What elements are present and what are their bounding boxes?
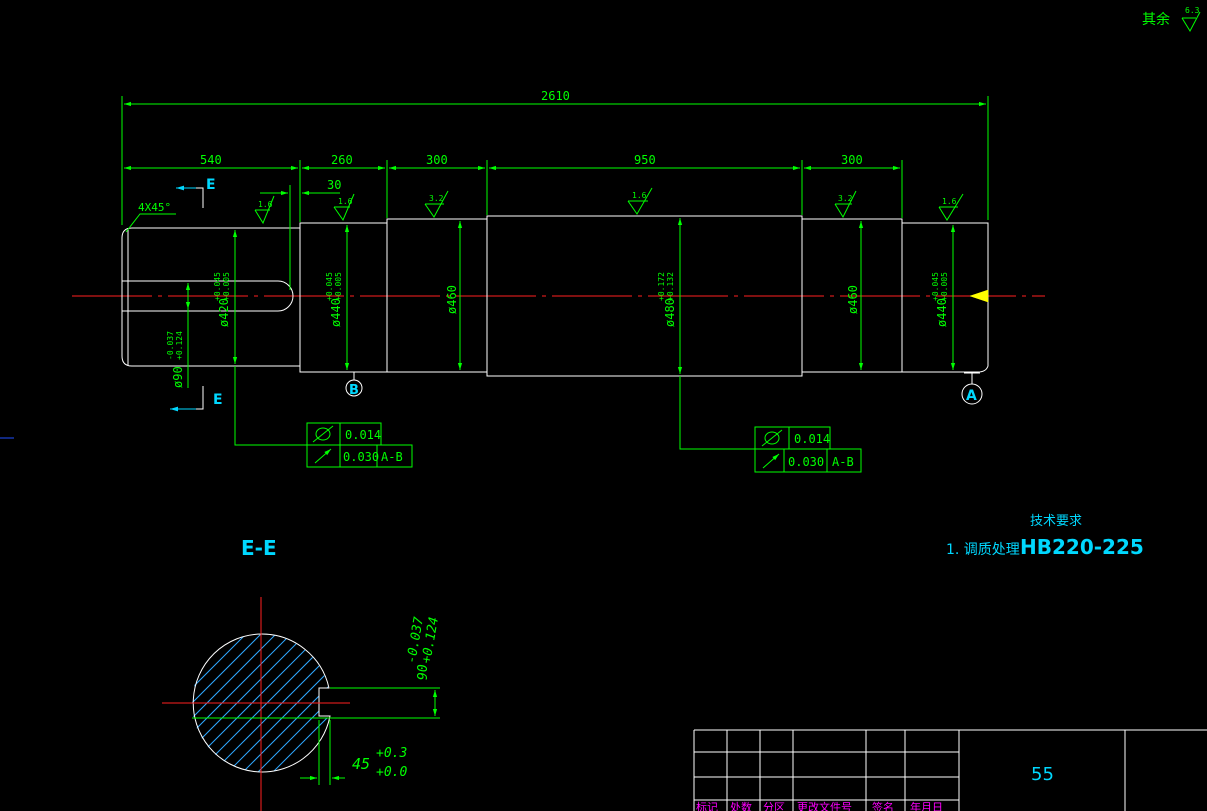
section-width-tol-lo: +0.0 (376, 765, 407, 780)
roughness-4: 1.6 (632, 191, 647, 200)
dia-90-tol-up: -0.037 (166, 331, 175, 360)
tech-requirements-heading: 技术要求 (1030, 514, 1082, 529)
tech-requirements: 技术要求 1. 调质处理 HB220-225 (946, 514, 1144, 559)
dim-seg-5: 300 (841, 153, 863, 167)
roughness-1: 1.6 (258, 200, 273, 209)
surface-note: 其余 6.3 (1142, 6, 1201, 33)
roughness-icon (938, 193, 964, 221)
cylindricity-icon (764, 431, 780, 445)
dia-90: ø90 (171, 366, 185, 388)
roughness-icon (834, 190, 857, 219)
runout-icon (762, 453, 780, 469)
roughness-6: 1.6 (942, 197, 957, 206)
tolerance-frame-right (679, 376, 862, 473)
title-block (693, 729, 1207, 811)
dia-440b-tol-up: +0.045 (931, 272, 940, 301)
roughness-2: 1.6 (338, 197, 353, 206)
roughness-symbols (254, 187, 964, 225)
section-view-title: E-E (241, 536, 277, 560)
dia-440a: ø440 (329, 298, 343, 327)
dia-420-tol-lo: +0.005 (222, 272, 231, 301)
dia-460b: ø460 (846, 285, 860, 314)
tol-left-cyl: 0.014 (345, 428, 381, 442)
dia-440a-tol-up: +0.045 (325, 272, 334, 301)
surface-note-label: 其余 (1142, 11, 1170, 28)
tech-requirements-value: HB220-225 (1020, 535, 1144, 559)
roughness-icon (424, 190, 449, 218)
section-marker-bottom: E (170, 386, 223, 412)
dia-440a-tol-lo: +0.005 (334, 272, 343, 301)
title-block-label: 签名 (872, 800, 894, 811)
dia-460a: ø460 (445, 285, 459, 314)
tol-right-runout: 0.030 (788, 455, 824, 469)
section-marker-top-label: E (206, 177, 216, 193)
datum-b: B (345, 371, 363, 398)
datum-a: A (961, 372, 983, 405)
section-depth: 90 (416, 664, 431, 680)
dia-420-tol-up: +0.045 (213, 272, 222, 301)
title-block-label: 处数 (730, 801, 752, 811)
tech-requirements-prefix: 1. 调质处理 (946, 542, 1020, 558)
roughness-icon (627, 187, 653, 215)
roughness-symbol-icon (1181, 11, 1201, 33)
section-marker-top: E (176, 177, 216, 208)
dia-440b: ø440 (935, 298, 949, 327)
datum-a-label: A (966, 388, 977, 404)
section-marker-bottom-label: E (213, 392, 223, 408)
dia-480: ø480 (663, 298, 677, 327)
title-block-label: 年月日 (910, 800, 943, 811)
dim-overall: 2610 (541, 89, 570, 103)
surface-note-value: 6.3 (1185, 6, 1200, 15)
dim-shoulder: 30 (327, 178, 341, 192)
roughness-icon (254, 195, 275, 225)
tol-left-ref: A-B (381, 450, 403, 464)
dia-90-tol-lo: +0.124 (175, 331, 184, 360)
tolerance-frame-left (234, 366, 413, 468)
shaft-outline (121, 215, 989, 377)
dim-seg-1: 540 (200, 153, 222, 167)
dia-480-tol-up: +0.172 (657, 272, 666, 301)
section-width: 45 (352, 755, 370, 773)
roughness-icon (333, 193, 355, 222)
dia-480-tol-lo: +0.132 (666, 272, 675, 301)
roughness-3: 3.2 (429, 194, 444, 203)
dia-420: ø420 (217, 298, 231, 327)
tol-right-cyl: 0.014 (794, 432, 830, 446)
top-dimensions (121, 96, 989, 290)
title-block-number: 55 (1031, 764, 1054, 785)
diameter-dimensions (185, 218, 956, 388)
title-block-labels: 标记 处数 分区 更改文件号 签名 年月日 (696, 800, 943, 811)
tol-left-runout: 0.030 (343, 450, 379, 464)
runout-icon (314, 448, 332, 464)
section-view: 90 -0.037 +0.124 45 +0.3 +0.0 (162, 597, 442, 811)
roughness-5: 3.2 (838, 194, 853, 203)
datum-b-label: B (349, 383, 359, 398)
dia-440b-tol-lo: +0.005 (940, 272, 949, 301)
title-block-label: 更改文件号 (797, 800, 852, 811)
dim-seg-3: 300 (426, 153, 448, 167)
tol-right-ref: A-B (832, 455, 854, 469)
dim-chamfer: 4X45° (138, 201, 171, 214)
title-block-label: 分区 (763, 801, 785, 811)
center-hole-icon (969, 289, 989, 303)
dim-seg-4: 950 (634, 153, 656, 167)
title-block-label: 标记 (696, 800, 718, 811)
section-width-tol-up: +0.3 (376, 746, 407, 761)
dim-seg-2: 260 (331, 153, 353, 167)
cylindricity-icon (315, 427, 331, 441)
